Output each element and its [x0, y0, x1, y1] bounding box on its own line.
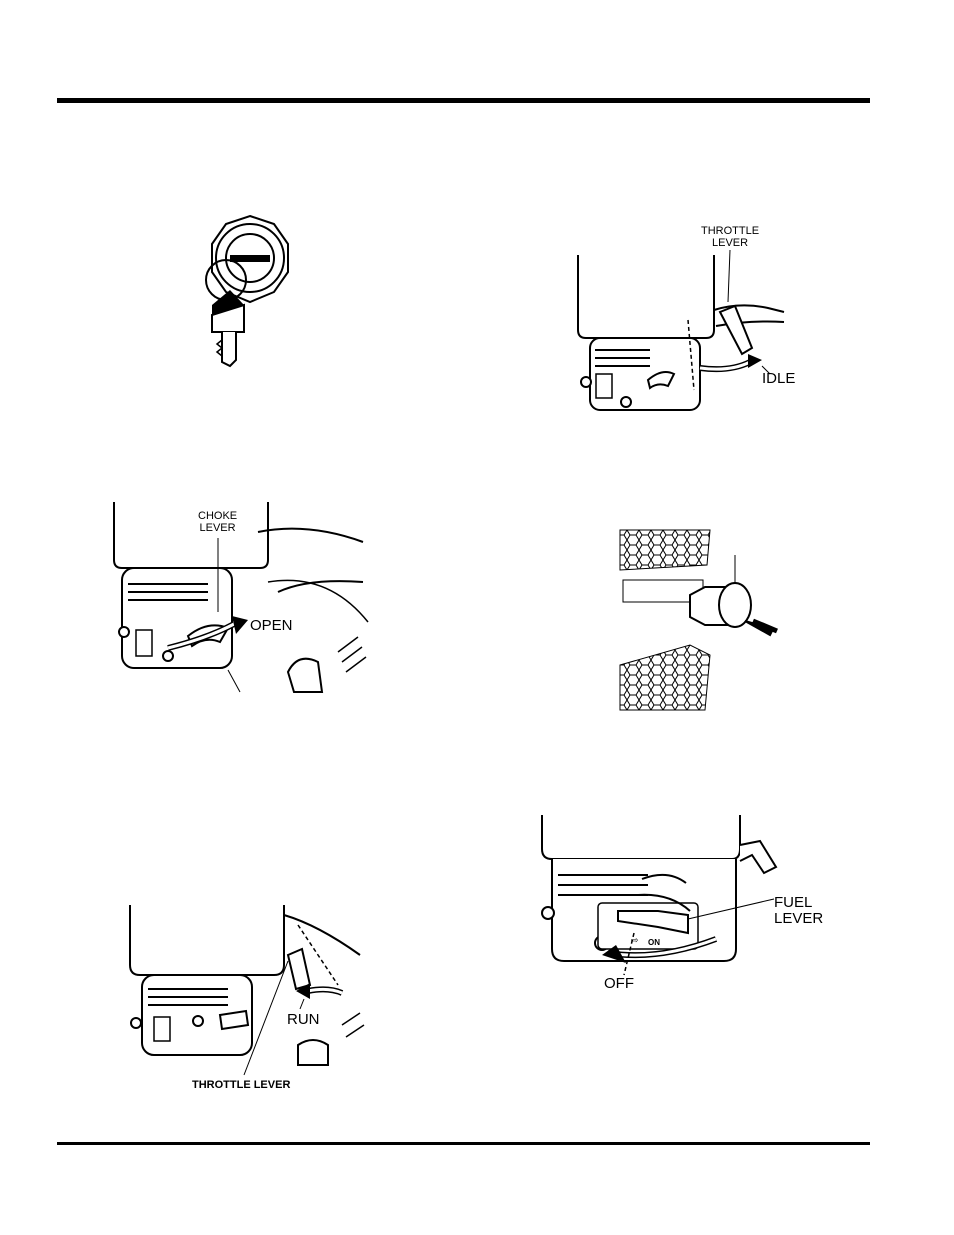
- engine-fuel-illustration: ⇨ ON: [538, 815, 788, 975]
- footer-rule: [57, 1142, 870, 1145]
- throttle-lever-label: THROTTLE LEVER: [701, 226, 759, 249]
- throttle-idle-figure: [570, 250, 800, 425]
- on-text: ON: [648, 938, 660, 947]
- off-label: OFF: [604, 976, 634, 992]
- idle-label: IDLE: [762, 371, 795, 387]
- push-button-figure: [615, 525, 795, 715]
- key-switch-figure: [190, 210, 310, 375]
- choke-open-figure: [108, 502, 368, 697]
- open-label: OPEN: [250, 618, 293, 634]
- on-marking: ⇨: [631, 935, 639, 945]
- fuel-lever-figure: ⇨ ON: [538, 815, 788, 975]
- run-label: RUN: [287, 1012, 320, 1028]
- choke-lever-label: CHOKE LEVER: [198, 511, 237, 534]
- throttle-run-figure: [128, 895, 368, 1065]
- engine-throttle-illustration: [570, 250, 800, 425]
- engine-choke-illustration: [108, 502, 368, 697]
- header-rule: [57, 98, 870, 103]
- button-panel-illustration: [615, 525, 795, 715]
- fuel-lever-label: FUEL LEVER: [774, 895, 823, 927]
- ignition-key-icon: [190, 210, 310, 375]
- engine-run-illustration: [128, 895, 368, 1065]
- throttle-lever-bottom-label: THROTTLE LEVER: [192, 1080, 290, 1092]
